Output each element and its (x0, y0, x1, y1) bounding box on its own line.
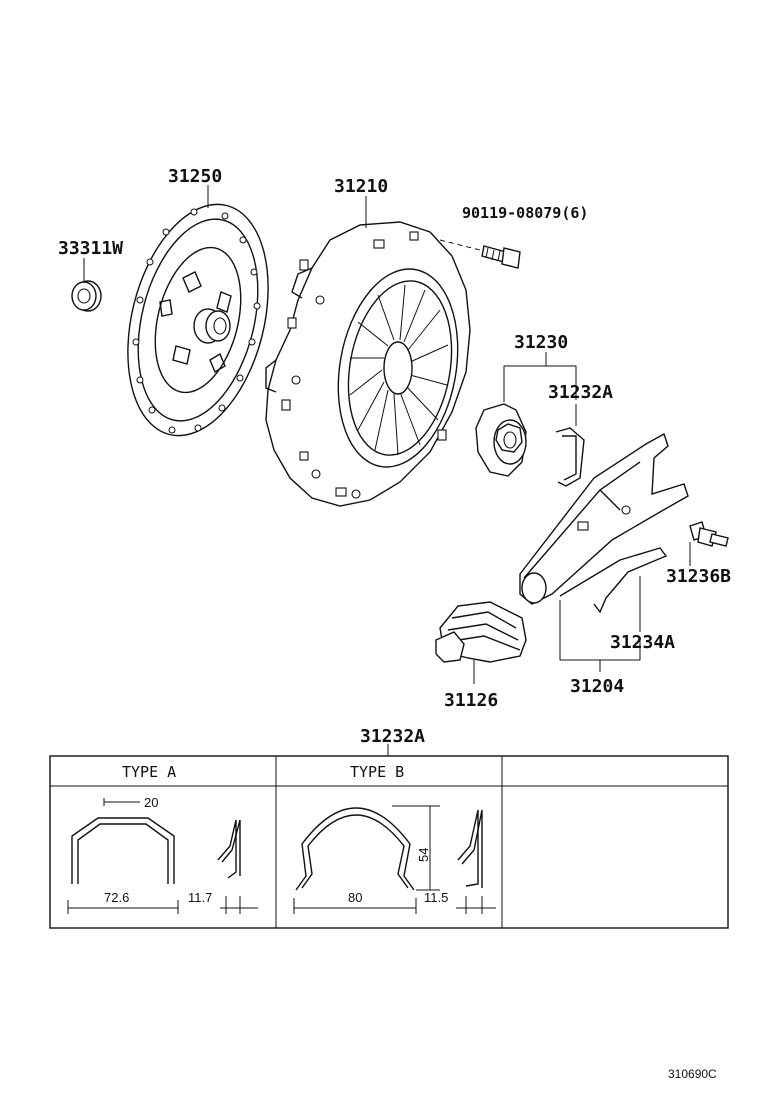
fork-bolt-drawing (689, 521, 729, 566)
label-31234a: 31234A (610, 632, 675, 653)
clip-table (49, 744, 729, 929)
clutch-cover-drawing (265, 196, 471, 507)
illustration-code: 310690C (668, 1067, 717, 1081)
bearing-33311w-drawing (71, 258, 102, 312)
type-a-dim-top: 20 (144, 795, 158, 810)
release-fork-drawing (519, 432, 689, 672)
label-31250: 31250 (168, 166, 222, 187)
release-bearing-drawing (475, 352, 585, 487)
type-b-dim-height: 54 (416, 848, 431, 862)
type-b-dim-width: 80 (348, 890, 362, 905)
type-a-clip-drawing (67, 798, 258, 914)
type-b-dim-thickness: 11.5 (424, 890, 448, 905)
label-31230: 31230 (514, 332, 568, 353)
label-31236b: 31236B (666, 566, 731, 587)
label-90119-08079: 90119-08079(6) (462, 204, 588, 222)
label-31126: 31126 (444, 690, 498, 711)
label-31232a: 31232A (548, 382, 613, 403)
type-a-dim-width: 72.6 (104, 890, 129, 905)
type-b-clip-drawing (293, 805, 496, 914)
fork-boot-drawing (435, 601, 527, 684)
label-31204: 31204 (570, 676, 624, 697)
label-33311w: 33311W (58, 238, 123, 259)
label-31210: 31210 (334, 176, 388, 197)
type-a-dim-thickness: 11.7 (188, 890, 212, 905)
type-a-header: TYPE A (122, 763, 176, 781)
clutch-disc-drawing (127, 185, 269, 437)
clip-table-title: 31232A (360, 726, 425, 747)
cover-bolt-drawing (439, 239, 521, 269)
type-b-header: TYPE B (350, 763, 404, 781)
